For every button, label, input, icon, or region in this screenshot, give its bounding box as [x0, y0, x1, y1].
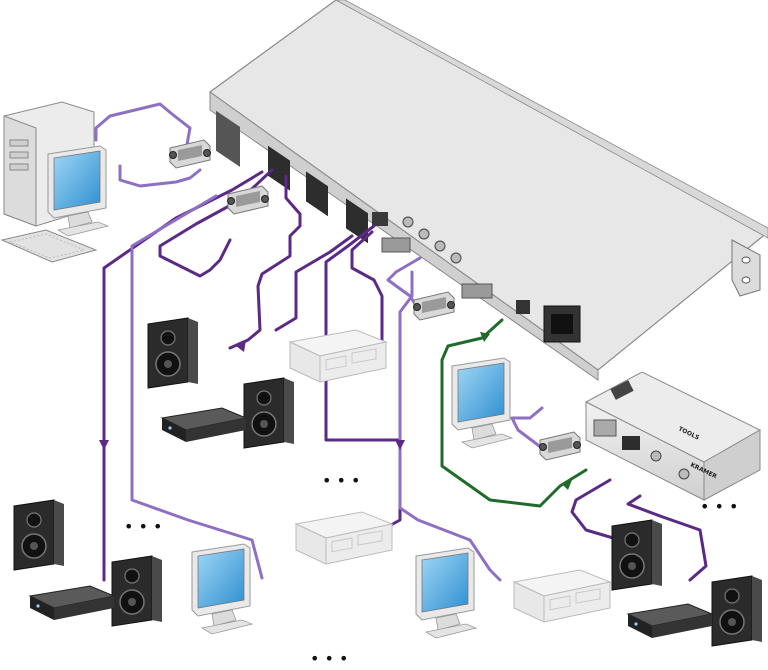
audio-deck-1	[289, 329, 387, 383]
speaker-icon	[711, 575, 763, 647]
ellipsis-4: • • •	[700, 497, 738, 516]
audio-deck-3	[513, 569, 611, 623]
audio-set-3	[611, 519, 763, 647]
cable-green-link	[440, 318, 588, 508]
cable-receiver-audio-2	[626, 494, 708, 582]
cable-receiver-audio	[570, 478, 622, 542]
cables	[94, 102, 708, 582]
ellipsis-1: • • •	[124, 517, 162, 536]
monitor-receiver	[451, 357, 513, 449]
vga-connector-3	[413, 291, 455, 321]
speaker-icon	[611, 519, 663, 591]
amplifier-icon	[627, 603, 713, 639]
receiver-box: KRAMER TOOLS	[584, 371, 762, 501]
cable-out-2	[158, 168, 274, 278]
arrow-down-1	[99, 440, 109, 450]
cable-out-9	[386, 256, 422, 314]
amplifier-icon	[29, 585, 115, 621]
audio-set-1	[147, 317, 295, 449]
speaker-icon	[147, 317, 199, 389]
cable-out-1	[102, 170, 264, 582]
cable-out-4	[228, 174, 302, 350]
cable-pc-to-switcher-2	[118, 164, 202, 188]
speaker-icon	[243, 377, 295, 449]
cable-out-5	[274, 234, 354, 332]
ellipsis-2: • • •	[322, 471, 360, 490]
monitor-bottom-2	[415, 547, 477, 639]
pc-monitor	[47, 145, 109, 237]
speaker-icon	[13, 499, 65, 571]
cable-pc-to-switcher-1	[94, 102, 192, 152]
speaker-icon	[111, 555, 163, 627]
ellipsis-3: • • •	[310, 649, 348, 668]
pc-computer	[0, 101, 109, 263]
vga-connector-4	[539, 431, 581, 461]
arrow-left-1	[236, 340, 246, 352]
amplifier-icon	[161, 407, 247, 443]
vga-connector-1	[169, 139, 211, 169]
arrow-left-green	[480, 332, 490, 342]
monitor-bottom-1	[191, 543, 253, 635]
cable-out-7	[324, 224, 402, 532]
matrix-switcher-chassis	[208, 0, 768, 381]
audio-deck-2	[295, 511, 393, 565]
cable-out-3	[130, 194, 264, 580]
arrow-right-green	[562, 480, 572, 490]
rear-panel-connectors	[216, 110, 581, 343]
cable-receiver-monitor	[510, 406, 552, 456]
arrow-down-2	[395, 440, 405, 450]
